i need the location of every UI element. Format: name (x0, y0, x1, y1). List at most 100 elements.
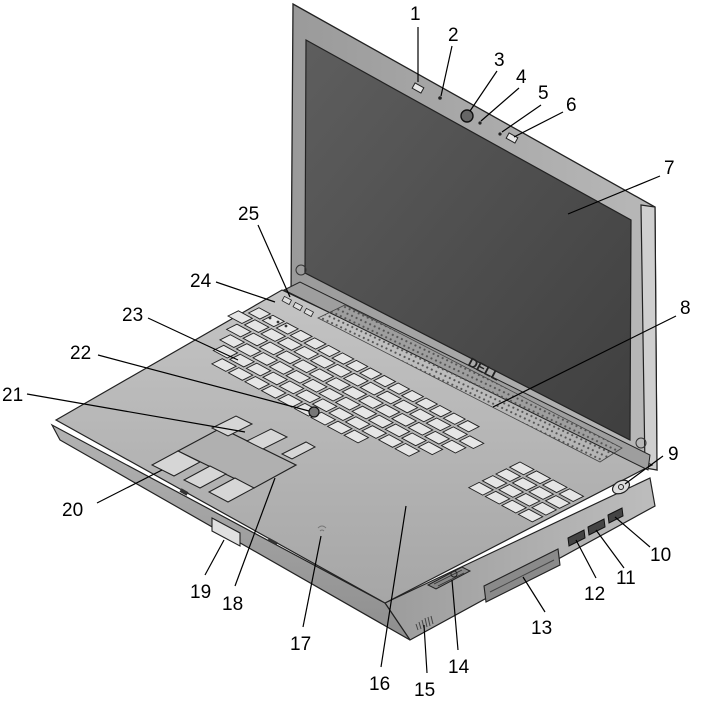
callout-11: 11 (616, 568, 636, 589)
leader-10 (614, 516, 651, 548)
keyboard-key (293, 346, 320, 360)
touchpad-buttons (150, 450, 256, 503)
keypad-key (484, 490, 511, 505)
callout-10: 10 (650, 545, 671, 566)
keyboard-key (212, 344, 239, 359)
keyboard-key (326, 363, 353, 378)
keyboard-key (343, 429, 370, 444)
keyboard-key (342, 372, 370, 387)
keyboard-key (261, 371, 289, 386)
leader-8 (492, 315, 677, 408)
keyboard-key (423, 430, 451, 445)
keyboard-key (210, 358, 238, 372)
leader-15 (423, 624, 428, 674)
leader-20 (96, 469, 163, 504)
volume-control-buttons (281, 295, 315, 318)
keypad-key (508, 461, 535, 476)
microphone-left (438, 96, 442, 100)
callout-15: 15 (414, 680, 435, 701)
keyboard-key (276, 337, 303, 351)
keyboard-key (227, 310, 254, 325)
contactless-reader-mark (317, 525, 327, 532)
keyboard-key (291, 359, 318, 374)
keyboard-key (400, 432, 428, 447)
power-button (611, 479, 631, 495)
keyboard-key (361, 425, 388, 439)
leader-6 (513, 111, 564, 138)
keyboard-key (428, 405, 453, 418)
keyboard-key (218, 334, 246, 348)
keypad-key (467, 481, 495, 496)
keyboard-key (242, 332, 269, 347)
display-lid-edge (640, 204, 658, 471)
keyboard-key (357, 395, 385, 409)
microphone-right (498, 132, 502, 136)
track-stick (308, 406, 320, 418)
keyboard-key (442, 412, 467, 425)
keyboard-key (268, 361, 295, 375)
keyboard-key (331, 352, 355, 365)
keyboard-key (414, 397, 439, 410)
keyboard-key (374, 404, 401, 418)
keyboard-key (278, 380, 305, 395)
keyboard-key (277, 393, 304, 408)
usb-port-1 (567, 529, 586, 547)
leader-11 (595, 529, 625, 569)
keyboard-key (345, 359, 369, 373)
keyboard-key (303, 337, 327, 350)
wireless-switch (179, 488, 278, 546)
callout-13: 13 (531, 618, 552, 639)
keyboard (210, 307, 585, 523)
keyboard-key (375, 390, 403, 405)
leader-23 (147, 317, 239, 361)
callout-5: 5 (538, 83, 549, 104)
keyboard-key (392, 399, 419, 414)
leader-7 (567, 175, 661, 215)
keyboard-key (328, 407, 355, 422)
status-lights (268, 316, 288, 328)
keyboard-key (243, 376, 271, 390)
callout-8: 8 (680, 298, 691, 319)
display-lid (290, 2, 658, 471)
keyboard-key (285, 369, 312, 384)
keyboard-key (235, 343, 262, 357)
callout-4: 4 (516, 67, 527, 88)
keypad-key (481, 475, 508, 489)
keyboard-key (334, 396, 361, 411)
callout-1: 1 (410, 4, 421, 25)
keyboard-key (308, 368, 335, 383)
callout-12: 12 (584, 584, 605, 605)
keyboard-key (258, 341, 285, 356)
camera-status-light (478, 121, 482, 125)
keyboard-key (408, 408, 436, 423)
keypad-key (511, 477, 538, 491)
keypad-key (495, 468, 522, 483)
bezel-screw-left (295, 264, 307, 276)
keyboard-key (326, 420, 353, 435)
touchpad (176, 427, 298, 489)
keypad-key (531, 501, 558, 516)
front-latch (211, 517, 241, 547)
keyboard-key (275, 350, 302, 365)
keyboard-key (324, 377, 352, 391)
leader-14 (451, 579, 459, 651)
fingerprint-reader (426, 566, 472, 590)
callout-7: 7 (664, 158, 675, 179)
laptop-base: DELL (50, 281, 656, 641)
keyboard-key (311, 398, 338, 413)
usb-port-2 (587, 518, 606, 536)
keypad-key (558, 488, 585, 503)
leader-24 (215, 281, 276, 303)
keyboard-key (394, 443, 421, 457)
speaker-grill (317, 304, 623, 463)
keypad-key (514, 492, 541, 507)
keyboard-key (245, 362, 272, 377)
keyboard-key (384, 423, 411, 438)
keyboard-key (227, 367, 254, 381)
callout-21: 21 (2, 385, 23, 406)
leader-9 (624, 455, 664, 485)
keyboard-key (294, 389, 322, 404)
leader-12 (575, 539, 597, 579)
keyboard-key (458, 435, 485, 450)
keypad-key (517, 508, 544, 523)
